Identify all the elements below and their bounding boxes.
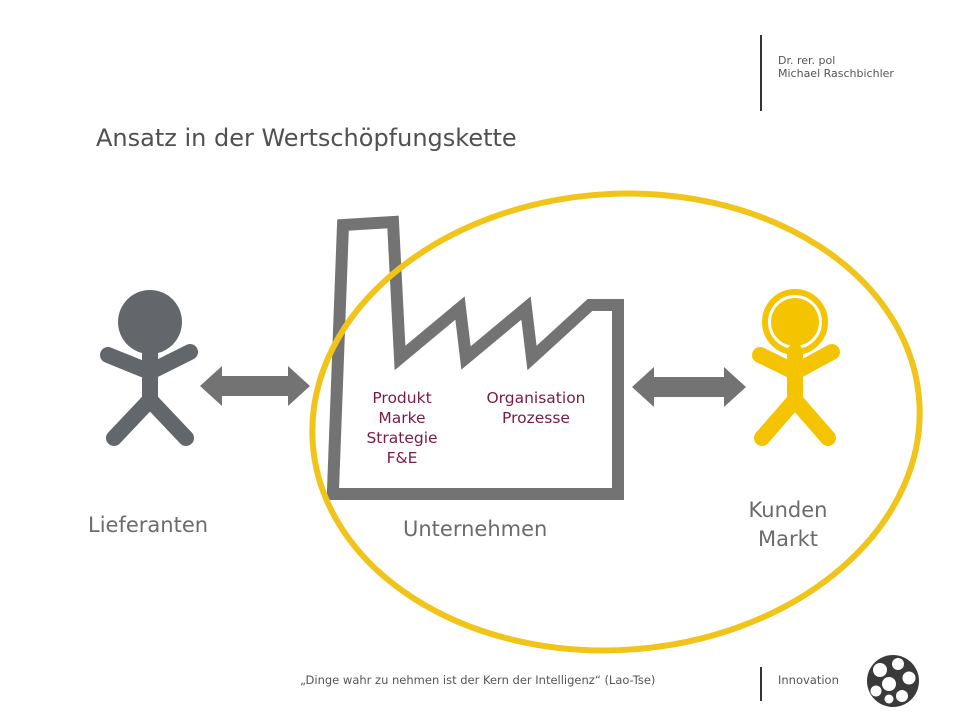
factory-right-list: Organisation Prozesse	[472, 388, 600, 428]
customer-figure-icon	[752, 289, 840, 446]
supplier-label: Lieferanten	[88, 513, 209, 537]
factory-item-product: Produkt	[372, 389, 432, 407]
factory-item-organisation: Organisation	[486, 389, 586, 407]
factory-item-processes: Prozesse	[502, 409, 570, 427]
hexagon-pattern-logo	[867, 655, 919, 707]
company-label: Unternehmen	[403, 517, 548, 541]
customer-label: Kunden Markt	[730, 496, 846, 554]
footer-quote: „Dinge wahr zu nehmen ist der Kern der I…	[300, 673, 656, 687]
factory-item-strategy: Strategie	[366, 429, 438, 447]
author-name: Michael Raschbichler	[778, 67, 894, 80]
customer-label-line2: Markt	[757, 527, 819, 551]
customer-label-line1: Kunden	[748, 498, 828, 522]
factory-item-rnd: F&E	[386, 449, 418, 467]
page-title: Ansatz in der Wertschöpfungskette	[96, 124, 517, 152]
footer-tag: Innovation	[778, 673, 839, 687]
supplier-figure-icon	[100, 290, 198, 446]
header-divider	[760, 35, 762, 111]
left-double-arrow-icon	[200, 366, 310, 406]
factory-icon	[327, 215, 624, 500]
footer-divider	[760, 667, 762, 701]
author-block: Dr. rer. pol Michael Raschbichler	[778, 54, 894, 80]
author-title: Dr. rer. pol	[778, 54, 836, 67]
company-customer-ellipse	[309, 190, 923, 654]
factory-item-brand: Marke	[378, 409, 426, 427]
right-double-arrow-icon	[632, 367, 746, 407]
factory-left-list: Produkt Marke Strategie F&E	[356, 388, 448, 468]
